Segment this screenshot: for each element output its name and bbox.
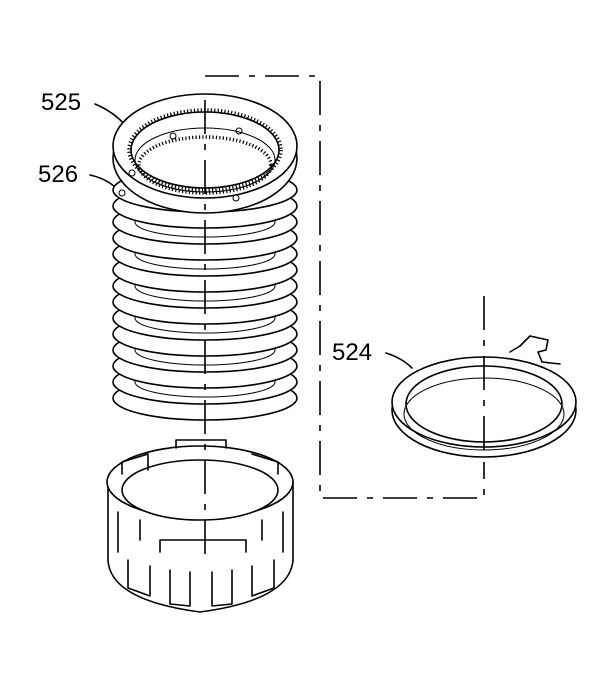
snap-ring-524 (391, 335, 577, 458)
leader-line-524 (385, 352, 413, 369)
callout-526: 526 (38, 161, 78, 188)
clutch-plate-stack (112, 93, 298, 421)
installation-path-line (205, 75, 485, 499)
callout-524: 524 (332, 339, 372, 366)
leader-line-526 (89, 174, 115, 187)
callout-525: 525 (41, 89, 81, 116)
leader-line-525 (94, 103, 127, 127)
clutch-hub (106, 439, 294, 613)
